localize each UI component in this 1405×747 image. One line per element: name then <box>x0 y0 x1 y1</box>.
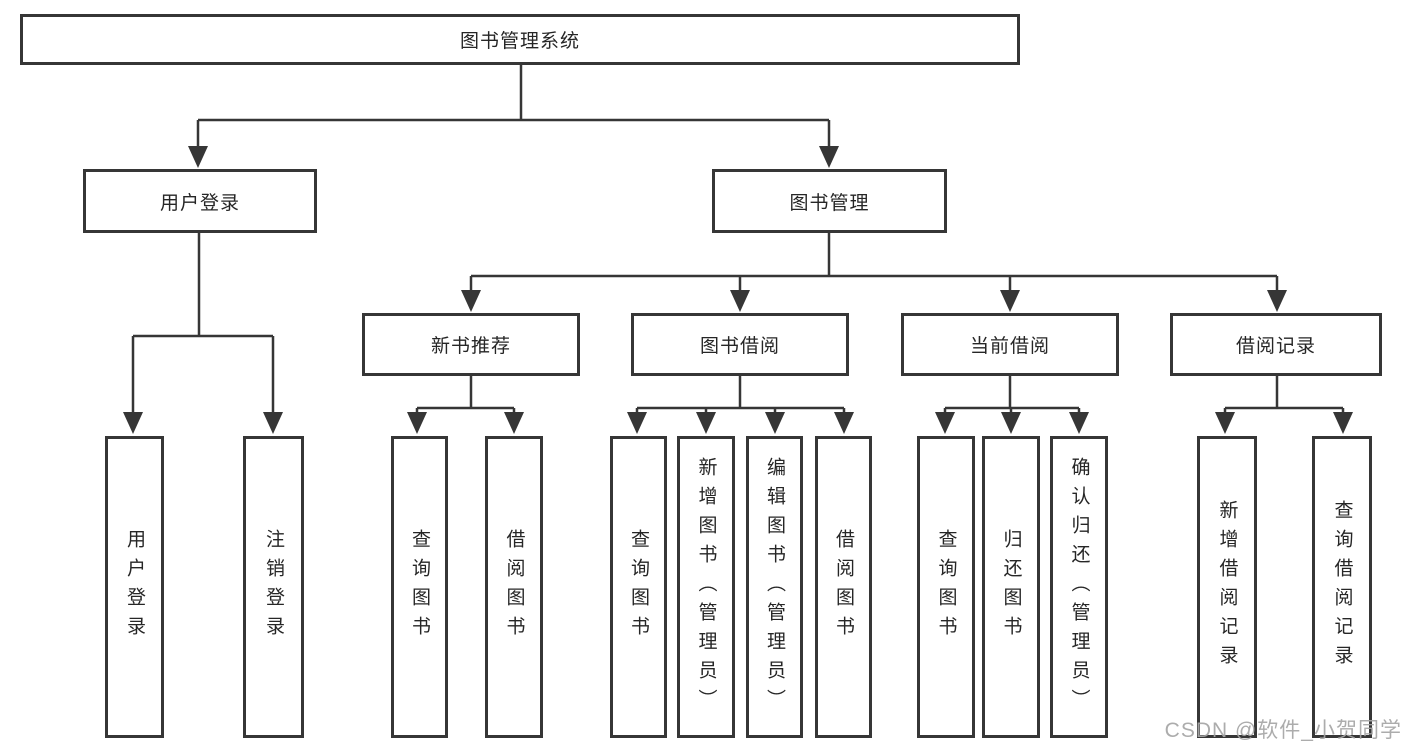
node-current-borrow-label: 当前借阅 <box>969 336 1050 357</box>
leaf-recommend-borrow-book-label: 借阅图书 <box>503 529 525 645</box>
arrow-down-icons <box>123 146 1353 434</box>
leaf-logout-label: 注销登录 <box>263 529 284 645</box>
node-new-book-recommend: 新书推荐 <box>362 313 580 376</box>
leaf-recommend-query-book-label: 查询图书 <box>409 529 430 645</box>
leaf-edit-book-admin-label: 编辑图书（管理员） <box>764 456 785 718</box>
leaf-add-borrow-record: 新增借阅记录 <box>1197 436 1257 738</box>
node-borrow-records: 借阅记录 <box>1170 313 1382 376</box>
leaf-add-book-admin-label: 新增图书（管理员） <box>695 456 717 718</box>
node-current-borrow: 当前借阅 <box>901 313 1119 376</box>
leaf-edit-book-admin: 编辑图书（管理员） <box>746 436 803 738</box>
leaf-current-query-book: 查询图书 <box>917 436 975 738</box>
leaf-recommend-query-book: 查询图书 <box>391 436 448 738</box>
node-book-borrow: 图书借阅 <box>631 313 849 376</box>
leaf-add-borrow-record-label: 新增借阅记录 <box>1216 500 1238 674</box>
leaf-recommend-borrow-book: 借阅图书 <box>485 436 543 738</box>
leaf-borrow-book-label: 借阅图书 <box>833 529 854 645</box>
csdn-watermark: CSDN @软件_小贺同学 <box>1164 719 1402 742</box>
node-borrow-records-label: 借阅记录 <box>1235 336 1316 357</box>
node-root: 图书管理系统 <box>20 14 1020 65</box>
node-user-login: 用户登录 <box>83 169 317 233</box>
leaf-user-login-label: 用户登录 <box>124 529 145 645</box>
node-root-label: 图书管理系统 <box>459 31 580 52</box>
node-new-book-recommend-label: 新书推荐 <box>430 336 511 357</box>
leaf-borrow-query-book-label: 查询图书 <box>628 529 649 645</box>
leaf-confirm-return-admin: 确认归还（管理员） <box>1050 436 1108 738</box>
node-book-management: 图书管理 <box>712 169 947 233</box>
node-book-borrow-label: 图书借阅 <box>699 336 780 357</box>
leaf-borrow-query-book: 查询图书 <box>610 436 667 738</box>
leaf-return-book-label: 归还图书 <box>1000 529 1022 645</box>
leaf-current-query-book-label: 查询图书 <box>935 529 957 645</box>
leaf-confirm-return-admin-label: 确认归还（管理员） <box>1068 456 1090 718</box>
leaf-add-book-admin: 新增图书（管理员） <box>677 436 735 738</box>
leaf-borrow-book: 借阅图书 <box>815 436 872 738</box>
leaf-user-login: 用户登录 <box>105 436 164 738</box>
leaf-query-borrow-record: 查询借阅记录 <box>1312 436 1372 738</box>
leaf-query-borrow-record-label: 查询借阅记录 <box>1331 500 1353 674</box>
node-user-login-label: 用户登录 <box>159 192 240 214</box>
leaf-logout: 注销登录 <box>243 436 304 738</box>
node-book-management-label: 图书管理 <box>789 192 870 214</box>
leaf-return-book: 归还图书 <box>982 436 1040 738</box>
